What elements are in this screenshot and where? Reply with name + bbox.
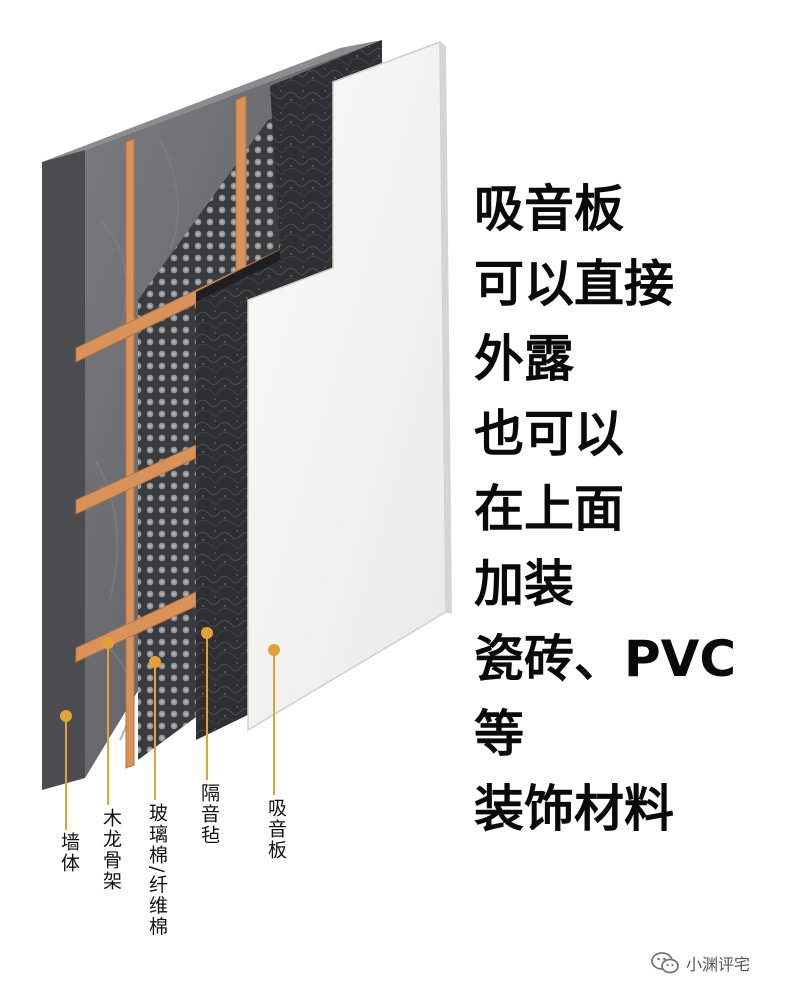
headline-line: 在上面 <box>474 472 786 547</box>
headline-line: 加装 <box>474 547 786 622</box>
headline-line: 也可以 <box>474 397 786 472</box>
label-wood-frame: 木龙骨架 <box>100 808 121 892</box>
headline-line: 可以直接 <box>474 247 786 322</box>
panel-marker-dot <box>268 644 280 656</box>
watermark-text: 小渊评宅 <box>686 951 750 975</box>
wechat-icon <box>650 950 680 976</box>
headline-line: 等 <box>474 697 786 772</box>
label-sound-felt: 隔音毡 <box>198 783 219 846</box>
frame-marker-dot <box>102 637 114 649</box>
headline-line: 装饰材料 <box>474 772 786 847</box>
label-wall: 墙体 <box>58 832 79 874</box>
label-insulation: 玻璃棉/纤维棉 <box>146 803 167 937</box>
headline-text: 吸音板 可以直接 外露 也可以 在上面 加装 瓷砖、PVC 等 装饰材料 <box>474 172 786 847</box>
watermark: 小渊评宅 <box>650 948 750 978</box>
wall-marker-dot <box>60 710 72 722</box>
headline-line: 外露 <box>474 322 786 397</box>
headline-line: 瓷砖、PVC <box>474 622 786 697</box>
headline-line: 吸音板 <box>474 172 786 247</box>
label-acoustic-panel: 吸音板 <box>265 798 286 861</box>
felt-marker-dot <box>201 627 213 639</box>
insulation-marker-dot <box>149 656 161 668</box>
